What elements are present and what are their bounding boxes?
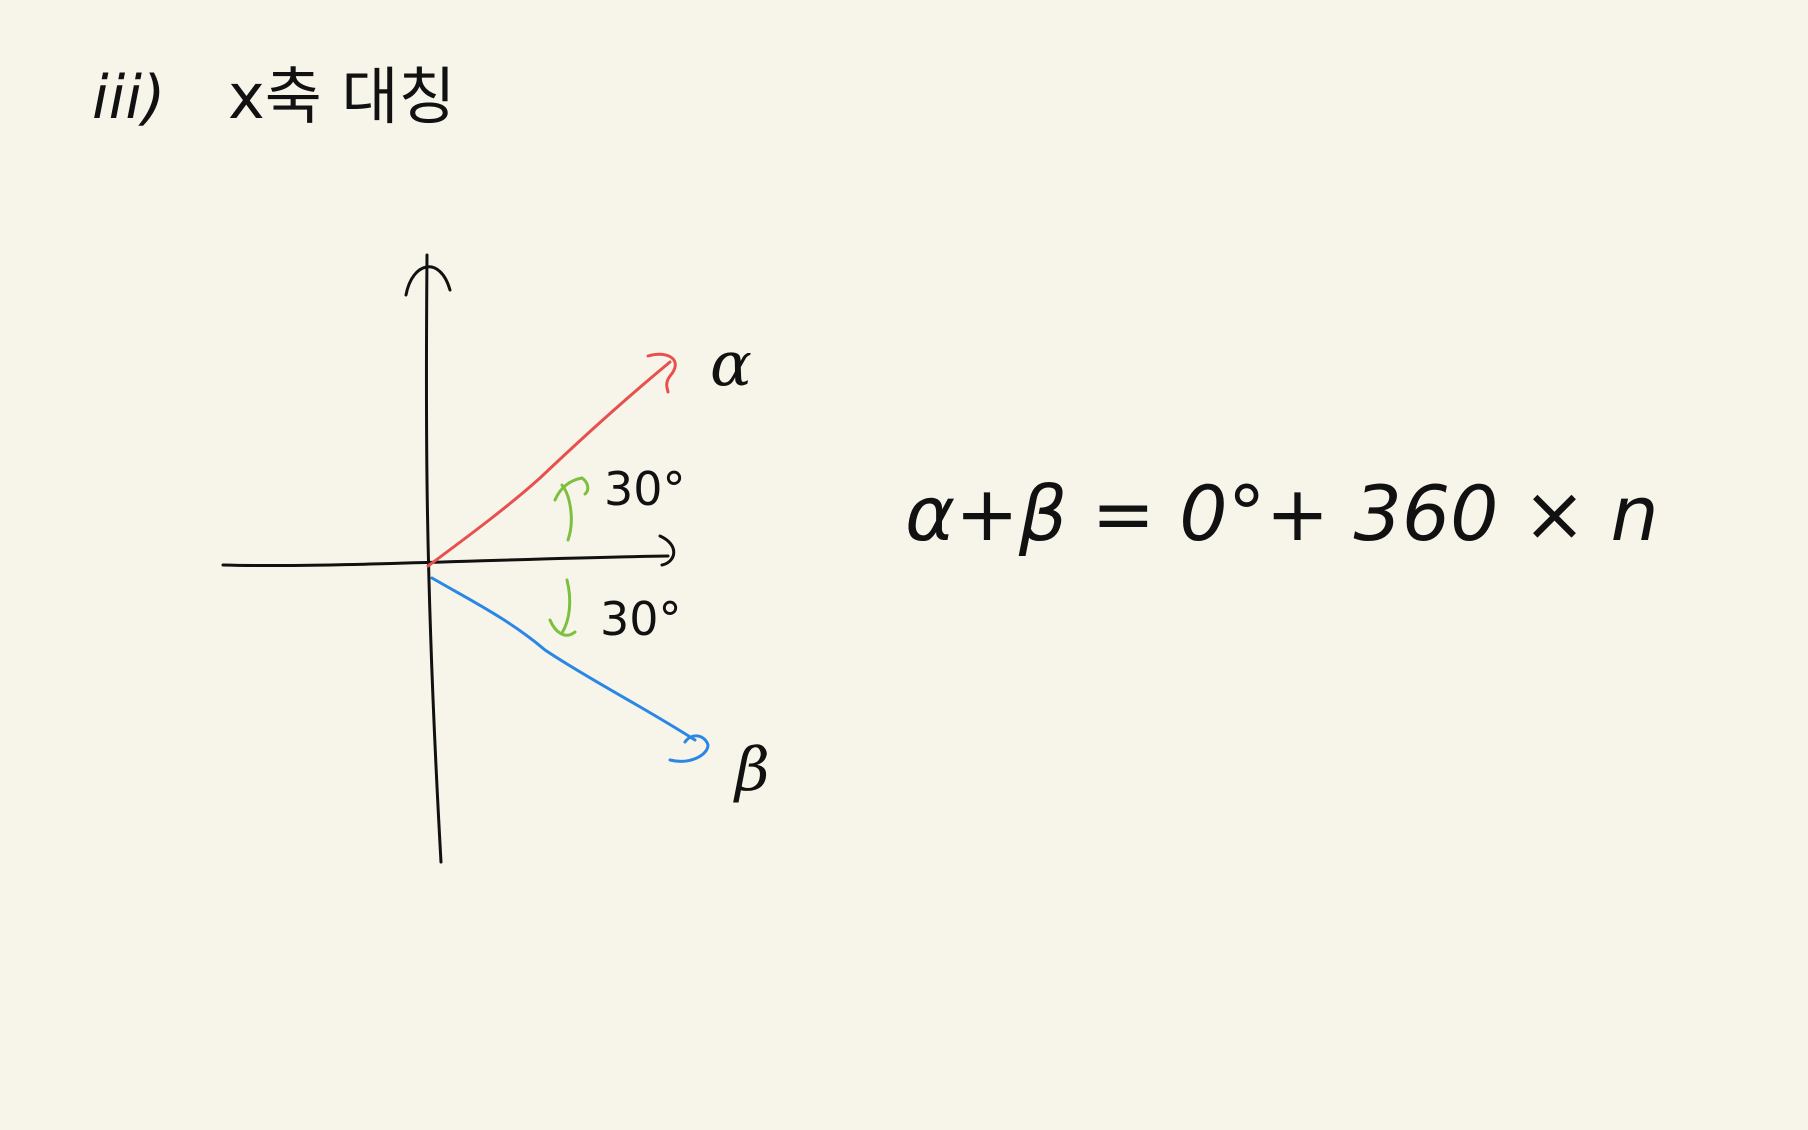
beta-label: β: [733, 735, 770, 805]
alpha-label: α: [710, 327, 752, 400]
beta-arrowhead: [668, 734, 710, 763]
angle-label-top: 30°: [604, 462, 686, 516]
heading-number: iii): [92, 63, 165, 133]
angle-markers: [548, 476, 590, 637]
x-axis: [221, 554, 670, 568]
coordinate-axes: [221, 253, 676, 864]
angle-arc-top: [560, 483, 573, 542]
beta-ray: [430, 576, 710, 763]
x-axis-arrowhead: [658, 534, 676, 567]
y-axis: [424, 253, 443, 864]
angle-arc-bottom: [560, 578, 572, 635]
alpha-arrowhead: [646, 352, 677, 394]
y-axis-arrowhead: [404, 265, 452, 297]
alpha-ray: [426, 352, 677, 568]
equation: α+β = 0°+ 360 × n: [905, 469, 1659, 558]
heading-text: x축 대칭: [228, 60, 456, 133]
angle-label-bottom: 30°: [600, 592, 682, 646]
